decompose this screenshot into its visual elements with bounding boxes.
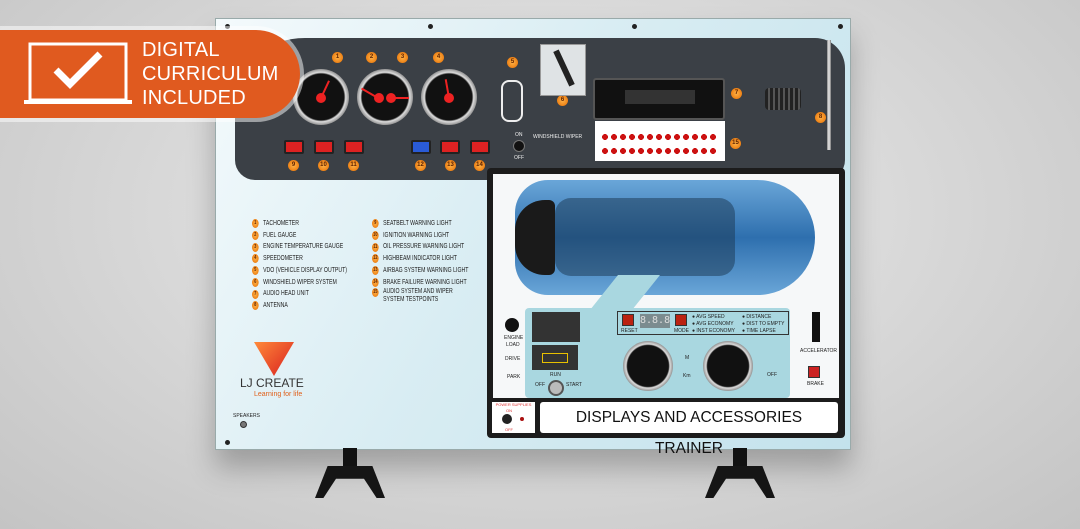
badge-9: 9	[288, 160, 299, 171]
badge-14: 14	[474, 160, 485, 171]
badge-5: 5	[507, 57, 518, 68]
logo-brand: LJ CREATE	[240, 376, 304, 390]
screw	[225, 440, 230, 445]
brake-button[interactable]	[808, 366, 820, 378]
ignition-off-label: OFF	[535, 382, 545, 388]
logo-tagline: Learning for life	[254, 391, 303, 398]
airbag-warning-light	[440, 140, 460, 154]
power-switch[interactable]	[502, 414, 512, 424]
oil-pressure-warning-light	[344, 140, 364, 154]
unit-m-label: M	[685, 355, 690, 361]
highbeam-indicator-light	[411, 140, 431, 154]
load-label: LOAD	[506, 342, 520, 348]
badge-3: 3	[397, 52, 408, 63]
run-label: RUN	[550, 372, 561, 378]
screw	[225, 24, 230, 29]
badge-6: 6	[557, 95, 568, 106]
warning-lamp-cluster	[532, 312, 580, 342]
badge-8: 8	[815, 112, 826, 123]
brake-label: BRAKE	[807, 381, 824, 387]
power-led	[520, 417, 524, 421]
start-label: START	[566, 382, 582, 388]
mode-button[interactable]	[675, 314, 687, 326]
trainer-title: DISPLAYS AND ACCESSORIES TRAINER	[540, 402, 838, 457]
drive-label: DRIVE	[505, 356, 521, 362]
vdo-car-outline-icon	[501, 80, 523, 122]
badge-1: 1	[332, 52, 343, 63]
stand-right	[705, 448, 775, 498]
badge-7: 7	[731, 88, 742, 99]
testpoints-panel	[595, 121, 725, 161]
unit-km-label: Km	[683, 373, 691, 379]
wiper-off-label: OFF	[514, 155, 524, 161]
park-label: PARK	[507, 374, 521, 380]
badge-4: 4	[433, 52, 444, 63]
engine-load-knob[interactable]	[505, 318, 519, 332]
badge-11: 11	[348, 160, 359, 171]
reset-button[interactable]	[622, 314, 634, 326]
screw	[838, 24, 843, 29]
badge-15: 15	[730, 138, 741, 149]
antenna	[827, 40, 831, 150]
badge-2: 2	[366, 52, 377, 63]
screw	[428, 24, 433, 29]
car-top-view	[515, 180, 815, 295]
speakers-jack[interactable]	[240, 421, 247, 428]
checkmark-laptop-icon	[24, 42, 132, 104]
seatbelt-warning-light	[284, 140, 304, 154]
wiper-motor	[540, 44, 586, 96]
accelerator-label: ACCELERATOR	[800, 348, 838, 354]
ignition-warning-light	[314, 140, 334, 154]
speedometer-gauge	[421, 69, 477, 125]
reset-label: RESET	[621, 328, 638, 334]
seven-segment-display: 8.8.8	[640, 314, 671, 328]
trip-computer	[617, 311, 789, 335]
wiper-on-label: ON	[515, 132, 523, 138]
ignition-key-switch[interactable]	[548, 380, 564, 396]
power-supplies-box: POWER SUPPLIES ON OFF	[492, 402, 535, 433]
door-status-display	[532, 345, 578, 370]
wiper-switch[interactable]	[513, 140, 525, 152]
mode-label: MODE	[674, 328, 689, 334]
air-vent	[765, 88, 801, 110]
lights-off-label: OFF	[767, 372, 777, 378]
console-tachometer	[623, 341, 673, 391]
screw	[632, 24, 637, 29]
badge-13: 13	[445, 160, 456, 171]
brake-failure-warning-light	[470, 140, 490, 154]
accelerator-pedal[interactable]	[812, 312, 820, 342]
audio-head-unit	[593, 78, 725, 120]
indicator-list-2: ● DISTANCE● DIST TO EMPTY● TIME LAPSE	[742, 314, 785, 334]
badge-12: 12	[415, 160, 426, 171]
wiper-label: WINDSHIELD WIPER	[533, 134, 583, 140]
console-speedometer	[703, 341, 753, 391]
speakers-label: SPEAKERS	[233, 413, 260, 419]
engine-label: ENGINE	[504, 335, 524, 341]
fuel-temp-gauge	[357, 69, 413, 125]
tachometer-gauge	[293, 69, 349, 125]
indicator-list-1: ● AVG SPEED● AVG ECONOMY● INST ECONOMY	[692, 314, 735, 334]
stand-left	[315, 448, 385, 498]
badge-10: 10	[318, 160, 329, 171]
